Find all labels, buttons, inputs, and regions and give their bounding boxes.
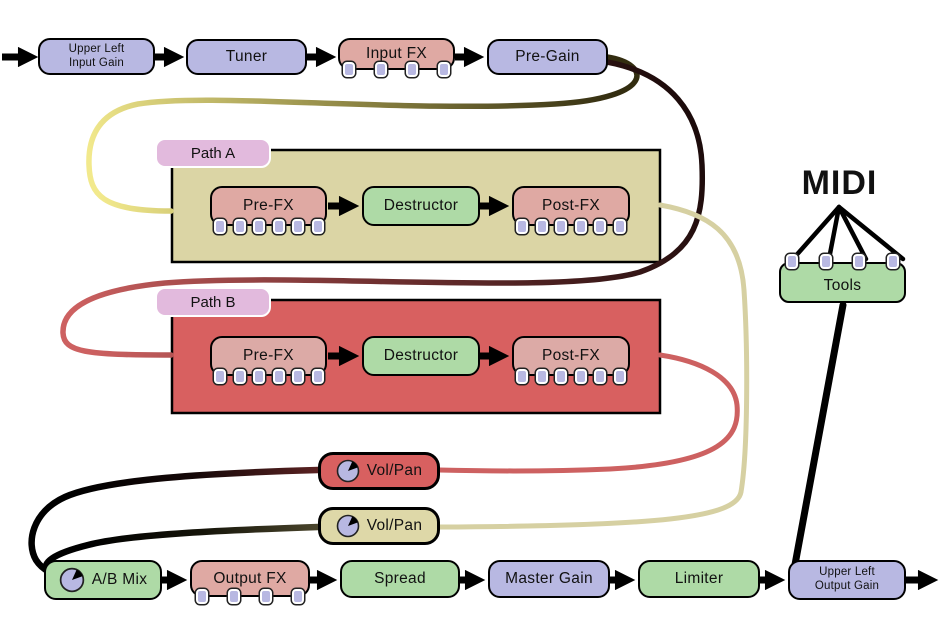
tool-slot <box>853 254 866 269</box>
path-b-tab[interactable]: Path B <box>155 287 271 317</box>
node-output-gain-label: Upper Left Output Gain <box>814 566 880 592</box>
node-vol-pan-b[interactable]: Vol/Pan <box>318 452 440 490</box>
fx-slot <box>272 369 285 384</box>
path-a-destructor-label: Destructor <box>383 197 459 214</box>
fx-slot <box>574 369 587 384</box>
wire-path-a-to-volpan <box>436 202 750 530</box>
node-input-gain[interactable]: Upper Left Input Gain <box>38 38 155 75</box>
knob-icon <box>336 459 360 483</box>
node-pre-gain-label: Pre-Gain <box>515 48 580 65</box>
fx-slot <box>374 62 387 77</box>
node-ab-mix-label: A/B Mix <box>91 571 148 588</box>
path-a-post-fx[interactable]: Post-FX <box>512 186 630 226</box>
path-b-post-fx-label: Post-FX <box>541 347 601 364</box>
tools-output-line <box>790 301 847 574</box>
node-limiter-label: Limiter <box>674 570 724 587</box>
tool-slot <box>786 254 798 269</box>
node-vol-pan-a-label: Vol/Pan <box>366 517 423 534</box>
fx-slot <box>516 369 528 384</box>
path-a-tab[interactable]: Path A <box>155 138 271 168</box>
tool-slot <box>886 254 899 269</box>
node-tools[interactable]: Tools <box>779 262 906 303</box>
node-output-fx[interactable]: Output FX <box>190 560 310 597</box>
fx-slot <box>292 219 305 234</box>
fx-slot <box>214 369 226 384</box>
fx-slot <box>555 219 568 234</box>
fx-slot <box>594 369 607 384</box>
fx-slot <box>228 589 240 604</box>
path-b-pre-fx-slots <box>214 369 324 384</box>
flow-arrows <box>2 46 939 591</box>
wire-path-b-to-volpan <box>436 352 740 474</box>
fx-slot <box>292 369 305 384</box>
node-output-fx-label: Output FX <box>213 569 287 587</box>
fx-slot <box>260 589 272 604</box>
node-tuner-label: Tuner <box>225 48 268 65</box>
input-fx-slots <box>343 62 450 77</box>
wire-pregain-to-path-b <box>60 59 706 358</box>
node-ab-mix[interactable]: A/B Mix <box>44 560 162 600</box>
path-b-destructor[interactable]: Destructor <box>362 336 480 376</box>
fx-slot <box>574 219 587 234</box>
fx-slot <box>437 62 450 77</box>
fx-slot <box>233 369 246 384</box>
fx-slot <box>613 219 626 234</box>
path-b-post-fx[interactable]: Post-FX <box>512 336 630 376</box>
fx-slot <box>535 219 548 234</box>
fx-slot <box>214 219 226 234</box>
midi-title: MIDI <box>801 164 878 202</box>
path-a-pre-fx-label: Pre-FX <box>243 197 294 214</box>
node-output-gain[interactable]: Upper Left Output Gain <box>788 560 906 600</box>
path-a-pre-fx-slots <box>214 219 324 234</box>
fx-slot <box>594 219 607 234</box>
fx-slot <box>535 369 548 384</box>
path-a-tab-label: Path A <box>190 144 236 162</box>
path-b-pre-fx-label: Pre-FX <box>243 347 294 364</box>
node-tuner[interactable]: Tuner <box>186 39 307 75</box>
fx-slot <box>311 219 324 234</box>
fx-slot <box>253 369 266 384</box>
path-a-post-fx-label: Post-FX <box>541 197 601 214</box>
node-spread-label: Spread <box>374 570 426 587</box>
fx-slot <box>311 369 324 384</box>
knob-icon <box>59 567 84 593</box>
node-pre-gain[interactable]: Pre-Gain <box>487 39 608 75</box>
node-master-gain-label: Master Gain <box>505 570 593 587</box>
node-input-fx[interactable]: Input FX <box>338 38 455 70</box>
fx-slot <box>272 219 285 234</box>
path-b-destructor-label: Destructor <box>383 347 459 364</box>
tools-slots <box>786 254 899 269</box>
node-spread[interactable]: Spread <box>340 560 460 598</box>
midi-fan-lines <box>790 204 906 262</box>
fx-slot <box>233 219 246 234</box>
node-input-gain-label: Upper Left Input Gain <box>68 42 125 69</box>
path-a-post-fx-slots <box>516 219 626 234</box>
node-vol-pan-a[interactable]: Vol/Pan <box>318 507 440 545</box>
node-input-fx-label: Input FX <box>366 45 427 62</box>
tool-slot <box>819 254 832 269</box>
fx-slot <box>555 369 568 384</box>
node-limiter[interactable]: Limiter <box>638 560 760 598</box>
fx-slot <box>406 62 419 77</box>
knob-icon <box>336 514 360 538</box>
path-b-pre-fx[interactable]: Pre-FX <box>210 336 327 376</box>
fx-slot <box>516 219 528 234</box>
path-b-tab-label: Path B <box>190 293 236 311</box>
wire-pregain-to-path-a <box>86 54 640 214</box>
node-vol-pan-b-label: Vol/Pan <box>366 462 423 479</box>
node-master-gain[interactable]: Master Gain <box>488 560 610 598</box>
path-a-pre-fx[interactable]: Pre-FX <box>210 186 327 226</box>
fx-slot <box>292 589 304 604</box>
output-fx-slots <box>196 589 304 604</box>
fx-slot <box>613 369 626 384</box>
path-b-post-fx-slots <box>516 369 626 384</box>
fx-slot <box>253 219 266 234</box>
path-a-destructor[interactable]: Destructor <box>362 186 480 226</box>
node-tools-label: Tools <box>823 276 862 294</box>
fx-slot <box>343 62 355 77</box>
fx-slot <box>196 589 208 604</box>
